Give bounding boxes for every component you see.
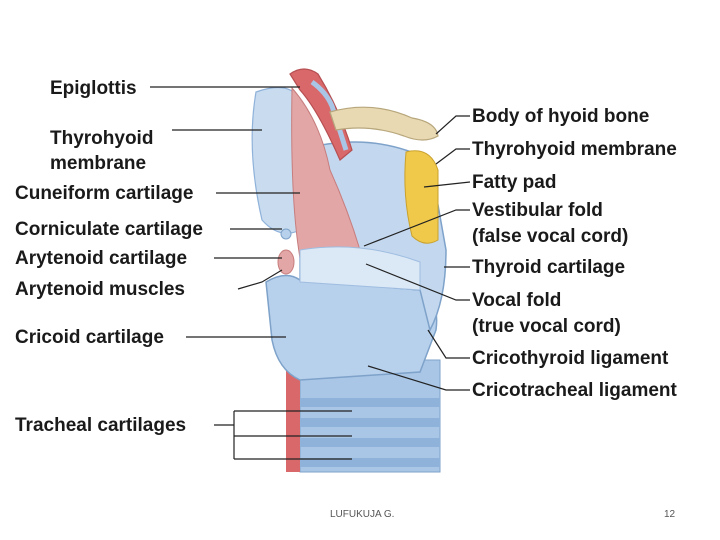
corniculate xyxy=(280,228,292,240)
epiglottis-inner xyxy=(310,79,349,151)
leader-lines-right xyxy=(363,115,471,391)
footer-author: LUFUKUJA G. xyxy=(330,509,395,520)
label-cricoid-cartilage: Cricoid cartilage xyxy=(15,327,164,348)
vocal-fold-area xyxy=(299,246,421,291)
label-body-of-hyoid-bone: Body of hyoid bone xyxy=(472,106,650,127)
label-thyrohyoid-membrane-line2: membrane xyxy=(50,153,147,174)
label-thyroid-cartilage: Thyroid cartilage xyxy=(472,257,626,278)
posterior-mucosa xyxy=(286,360,300,472)
label-arytenoid-muscles: Arytenoid muscles xyxy=(15,279,185,300)
arytenoid xyxy=(277,249,295,275)
cricoid-cartilage xyxy=(265,274,438,381)
muscle-region xyxy=(291,86,361,259)
label-corniculate-cartilage: Corniculate cartilage xyxy=(15,219,203,240)
label-vestibular-fold-line2: (false vocal cord) xyxy=(472,226,629,247)
label-vocal-fold-line2: (true vocal cord) xyxy=(472,316,621,337)
label-fatty-pad: Fatty pad xyxy=(472,172,557,193)
page-number: 12 xyxy=(664,509,676,520)
label-cricotracheal-ligament: Cricotracheal ligament xyxy=(472,380,677,401)
leader-lines-left xyxy=(150,86,352,460)
tracheal-rings xyxy=(300,398,440,467)
label-vocal-fold-line1: Vocal fold xyxy=(472,290,562,311)
label-thyrohyoid-membrane-line1: Thyrohyoid xyxy=(50,128,154,149)
label-vestibular-fold-line1: Vestibular fold xyxy=(472,200,603,221)
label-tracheal-cartilages: Tracheal cartilages xyxy=(15,415,187,436)
label-cricothyroid-ligament: Cricothyroid ligament xyxy=(472,348,669,369)
label-thyrohyoid-membrane-right: Thyrohyoid membrane xyxy=(472,139,677,160)
label-epiglottis: Epiglottis xyxy=(50,78,137,99)
hyoid-bone xyxy=(329,106,439,141)
label-cuneiform-cartilage: Cuneiform cartilage xyxy=(15,183,194,204)
label-arytenoid-cartilage: Arytenoid cartilage xyxy=(15,248,188,269)
